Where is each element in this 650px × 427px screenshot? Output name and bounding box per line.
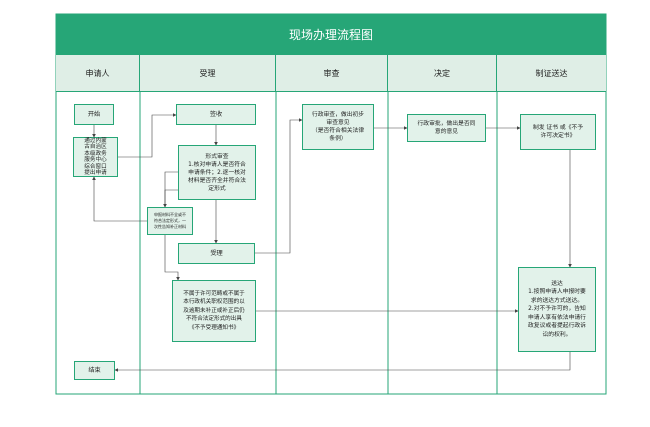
page-title: 现场办理流程图 <box>56 14 606 55</box>
lane-header-delivery: 制证送达 <box>497 55 606 92</box>
node-examine: 行政审查，做出初步 审查意见 （是否符合相关法律 条例） <box>302 104 374 150</box>
arrow-correction-apply <box>92 176 147 222</box>
arrow-apply-sign <box>118 113 177 158</box>
arrow-review-correction <box>163 171 178 208</box>
arrow-accept-examine <box>255 118 303 254</box>
lane-header-review: 审查 <box>276 55 388 92</box>
arrow-deliver-end <box>114 352 571 372</box>
lane-header-decision: 决定 <box>388 55 497 92</box>
node-sign: 签收 <box>176 104 256 125</box>
lane-header-applicant: 申请人 <box>56 55 140 92</box>
node-correction: 申报材料不全或不 符合法定形式，一 次性告知补正材料 <box>147 207 193 235</box>
node-start: 开始 <box>74 104 114 125</box>
node-apply: 通过内蒙 古自治区 本级政务 服务中心 综合窗口 提出申请 <box>73 137 118 177</box>
node-reject: 不属于许可范畴或不属于 本行政机关职权范围的以 及逾期未补正或补正后仍 不符合法… <box>172 280 256 342</box>
node-accept: 受理 <box>178 243 255 264</box>
node-end: 结束 <box>74 361 115 380</box>
lane-header-accept: 受理 <box>140 55 276 92</box>
arrow-review-reject <box>164 189 180 281</box>
node-decide: 行政审批，做出是否同 意的意见 <box>407 114 486 142</box>
node-certify: 制发 证书 或《不予 许可决定书》 <box>520 114 596 150</box>
node-deliver: 送达 1.按照申请人申报时要 求的送达方式送达。 2.对不予许可的，告知 申请人… <box>518 267 596 352</box>
node-formal-review: 形式审查 1.核对申请人是否符合 申请条件；2.逐一核对 材料是否齐全并符合法 … <box>178 145 256 200</box>
